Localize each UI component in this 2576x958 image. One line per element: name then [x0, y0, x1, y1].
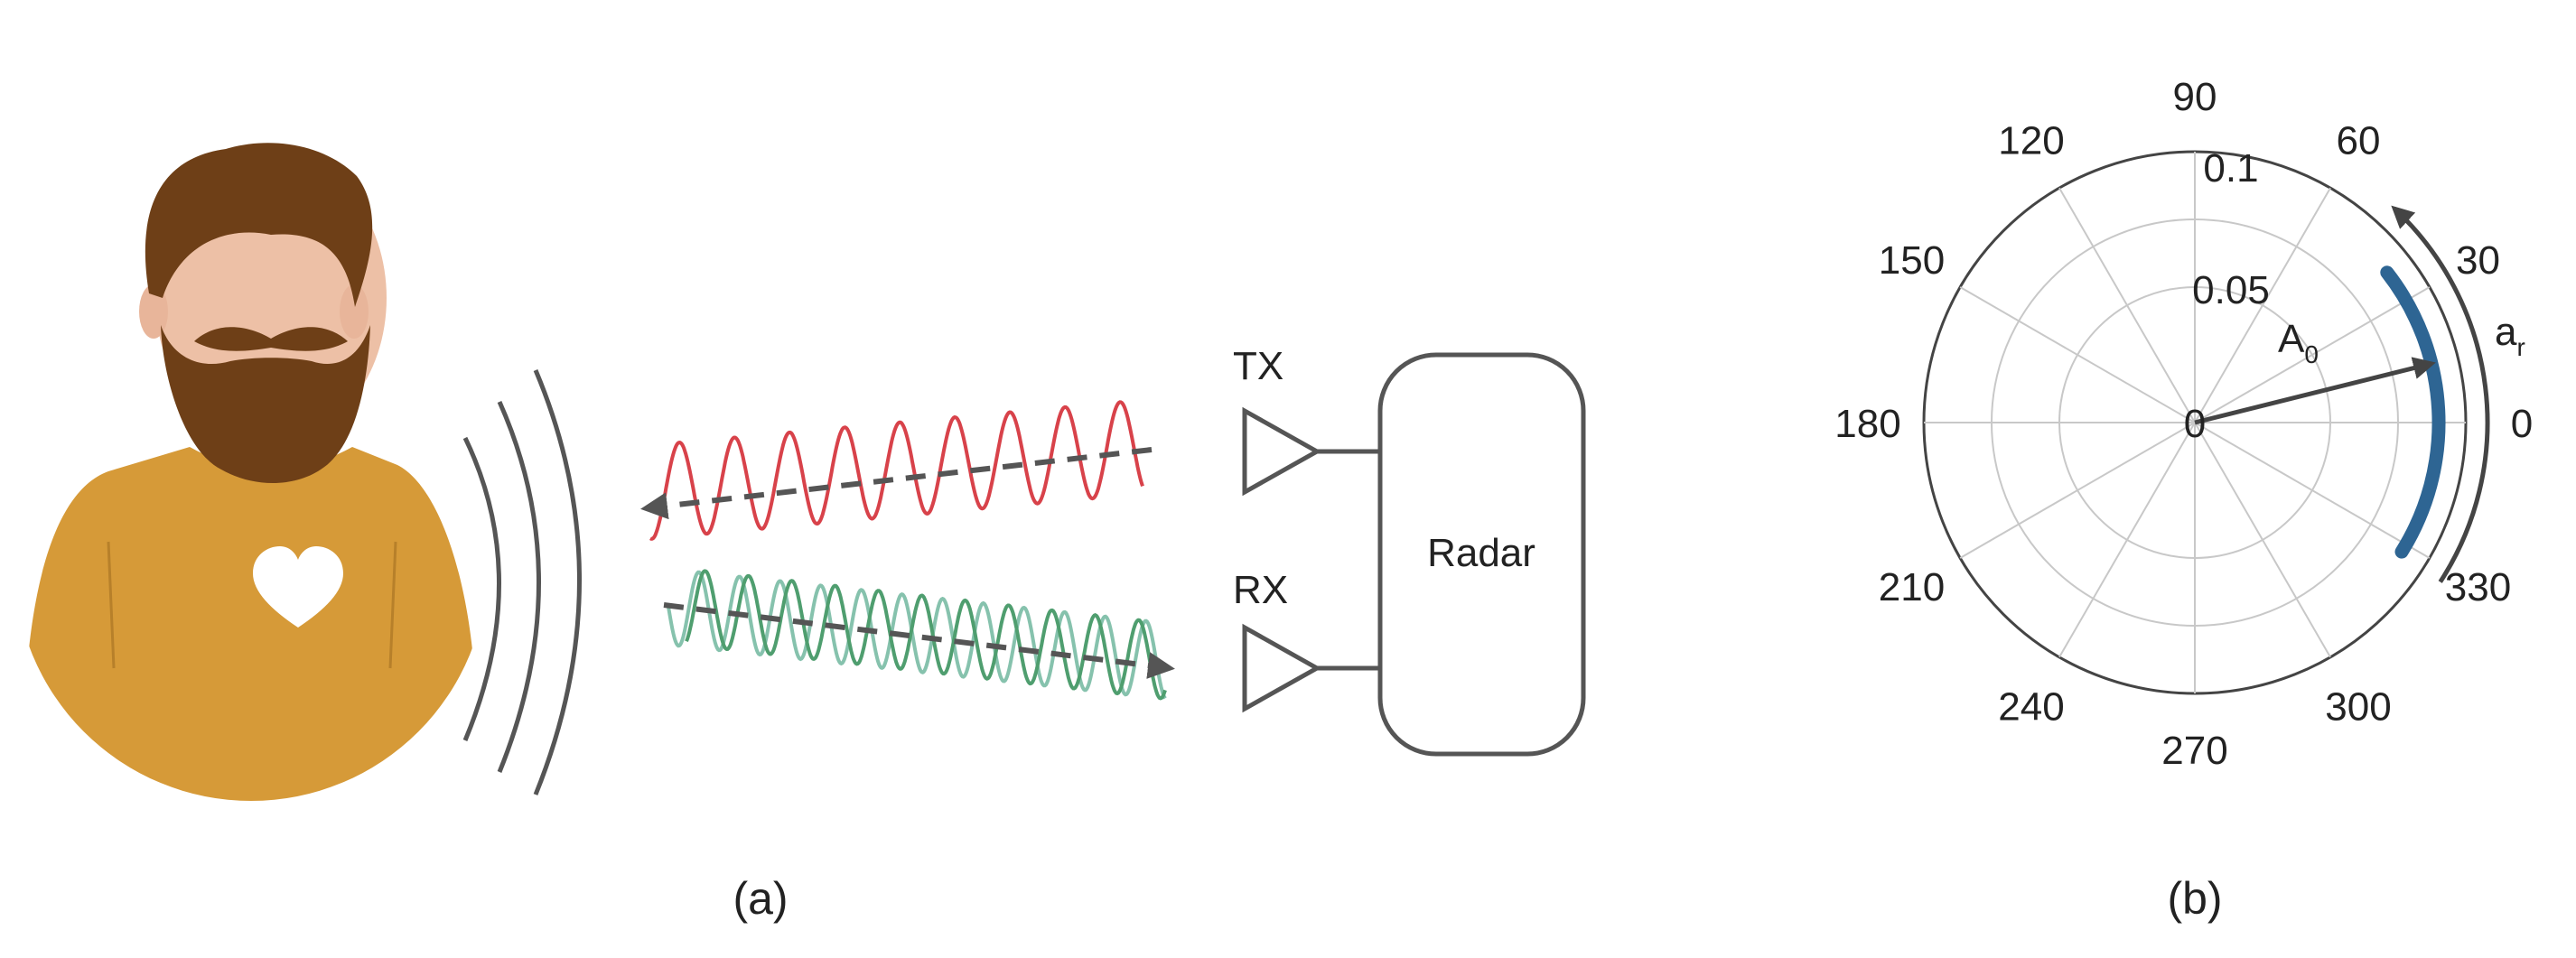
polar-labels: 0 30 60 90 120 150 180 210 240 270 300 330 0.05 0.1 0	[1834, 75, 2533, 773]
tx-signal	[649, 400, 1144, 541]
radar-label: Radar	[1427, 531, 1535, 575]
origin-label: 0	[2184, 402, 2206, 446]
polar-spoke	[2058, 422, 2196, 658]
polar-spoke	[2194, 422, 2431, 559]
tx-return-arrow	[640, 447, 1153, 520]
rx-incoming-arrow	[663, 602, 1175, 679]
polar-spoke	[2194, 422, 2331, 658]
polar-spoke	[2194, 286, 2431, 423]
rx-label: RX	[1233, 568, 1288, 612]
angle-tick-label: 30	[2456, 238, 2500, 283]
vector-label: A0	[2278, 317, 2319, 368]
tx-antenna-icon	[1242, 406, 1380, 497]
angle-tick-label: 300	[2325, 685, 2391, 730]
angle-tick-label: 0	[2511, 402, 2533, 446]
angle-tick-label: 150	[1879, 238, 1945, 283]
rx-antenna-icon	[1242, 623, 1380, 713]
angle-tick-label: 330	[2445, 565, 2511, 609]
polar-spoke	[2194, 187, 2331, 423]
a0-vector	[2194, 357, 2436, 425]
panel-a: TX RX Radar (a)	[27, 143, 1586, 924]
radial-tick-label: 0.05	[2192, 268, 2270, 312]
person-icon	[27, 143, 474, 801]
heart-icon	[253, 546, 343, 628]
angle-tick-label: 90	[2173, 75, 2217, 119]
rx-signal-dark	[685, 569, 1167, 701]
angle-tick-label: 120	[1998, 119, 2064, 163]
angle-tick-label: 180	[1834, 402, 1900, 446]
radar-box	[1377, 352, 1586, 757]
angle-tick-label: 240	[1998, 685, 2064, 730]
rotation-direction-arrow	[2391, 205, 2490, 583]
beard	[161, 325, 370, 483]
arc-label: ar	[2495, 310, 2525, 361]
emission-arcs-icon	[462, 369, 582, 795]
rx-signal-light	[667, 570, 1167, 700]
angle-tick-label: 60	[2337, 119, 2381, 163]
angle-tick-label: 270	[2161, 729, 2227, 773]
radial-tick-label: 0.1	[2203, 146, 2258, 191]
hair	[145, 143, 373, 307]
polar-spoke	[1959, 286, 2196, 423]
polar-spoke	[1959, 422, 2196, 559]
angle-tick-label: 210	[1879, 565, 1945, 609]
caption-a: (a)	[733, 873, 788, 924]
polar-grid	[1922, 150, 2468, 695]
panel-b: 0 30 60 90 120 150 180 210 240 270 300 330 0.05 0.10 …	[1834, 75, 2533, 924]
caption-b: (b)	[2167, 873, 2222, 924]
rotation-arc	[2380, 265, 2446, 559]
polar-spoke	[2058, 187, 2196, 423]
tx-label: TX	[1233, 344, 1283, 388]
shirt	[27, 447, 474, 801]
